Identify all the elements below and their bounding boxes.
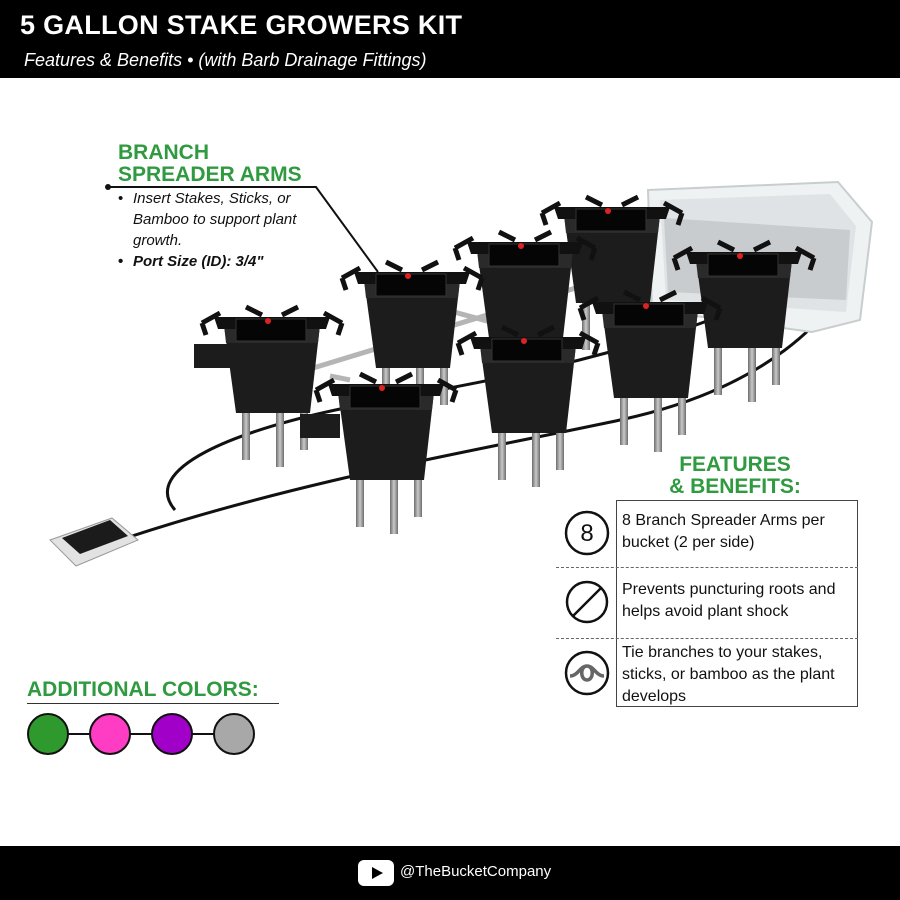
feature-text: Prevents puncturing roots and helps avoi… bbox=[622, 581, 836, 620]
additional-colors-title: ADDITIONAL COLORS: bbox=[27, 678, 259, 701]
page-subtitle: Features & Benefits • (with Barb Drainag… bbox=[24, 50, 427, 70]
youtube-handle[interactable]: @TheBucketCompany bbox=[400, 863, 552, 880]
color-swatch-green[interactable] bbox=[27, 713, 69, 755]
color-swatch-pink[interactable] bbox=[89, 713, 131, 755]
footer-bar: @TheBucketCompany bbox=[0, 846, 900, 900]
page-title: 5 GALLON STAKE GROWERS KIT bbox=[20, 10, 463, 40]
callout-title-line2: SPREADER ARMS bbox=[118, 163, 302, 186]
features-title-line2: & BENEFITS: bbox=[669, 475, 801, 498]
features-table-border bbox=[616, 500, 858, 707]
callout-title-line1: BRANCH bbox=[118, 141, 209, 164]
color-swatches bbox=[27, 713, 267, 755]
callout-bullet-port-size: Port Size (ID): 3/4" bbox=[118, 251, 338, 272]
callout-bullet: Insert Stakes, Sticks, or Bamboo to supp… bbox=[118, 188, 338, 251]
features-row-divider bbox=[556, 567, 858, 568]
controller-illustration bbox=[49, 517, 139, 567]
feature-text: Tie branches to your stakes, sticks, or … bbox=[622, 644, 835, 705]
color-swatch-grey[interactable] bbox=[213, 713, 255, 755]
features-title: FEATURES & BENEFITS: bbox=[640, 454, 830, 498]
features-title-line1: FEATURES bbox=[679, 453, 791, 476]
features-row-divider bbox=[556, 638, 858, 639]
callout-bullets: Insert Stakes, Sticks, or Bamboo to supp… bbox=[118, 188, 338, 272]
features-row: 8 8 Branch Spreader Arms per bucket (2 p… bbox=[556, 500, 858, 567]
no-symbol-icon bbox=[565, 580, 609, 624]
number-8-icon: 8 bbox=[564, 510, 610, 556]
features-row: Prevents puncturing roots and helps avoi… bbox=[556, 567, 858, 638]
feature-text: 8 Branch Spreader Arms per bucket (2 per… bbox=[622, 512, 825, 551]
callout-title: BRANCH SPREADER ARMS bbox=[118, 142, 302, 186]
swatch-connector bbox=[47, 733, 247, 735]
number-8-icon-text: 8 bbox=[580, 520, 593, 547]
color-swatch-purple[interactable] bbox=[151, 713, 193, 755]
features-table: 8 8 Branch Spreader Arms per bucket (2 p… bbox=[556, 500, 858, 707]
additional-colors-underline bbox=[27, 703, 279, 704]
knot-icon bbox=[564, 650, 610, 696]
youtube-icon[interactable] bbox=[358, 860, 394, 886]
features-row: Tie branches to your stakes, sticks, or … bbox=[556, 638, 858, 707]
header-bar: 5 GALLON STAKE GROWERS KIT Features & Be… bbox=[0, 0, 900, 78]
product-illustration bbox=[49, 180, 874, 567]
